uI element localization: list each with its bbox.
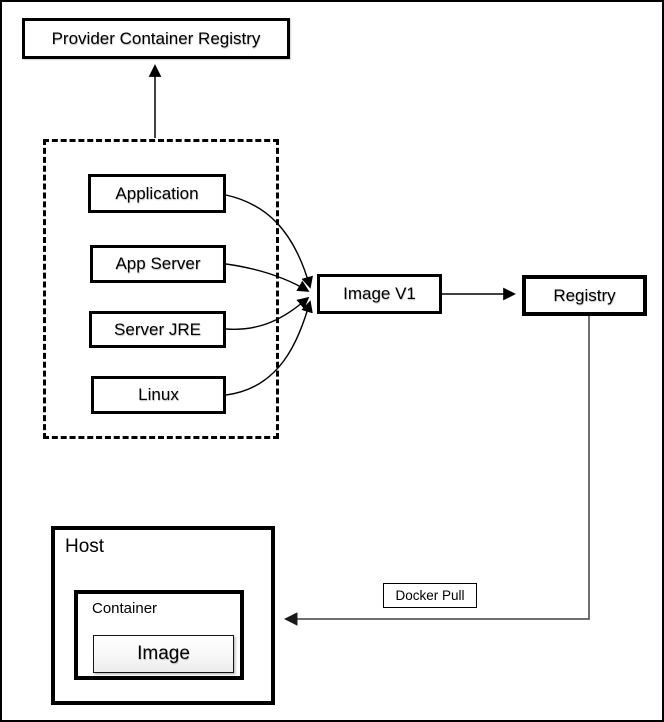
layer-node-app-server: App Server	[90, 245, 226, 283]
layer-label-application: Application	[115, 183, 199, 203]
registry-label: Registry	[553, 285, 616, 305]
layer-label-app-server: App Server	[115, 254, 201, 273]
image-label: Image	[137, 643, 190, 664]
host-label: Host	[65, 536, 105, 557]
layer-node-server-jre: Server JRE	[89, 311, 226, 348]
layer-node-application: Application	[88, 174, 226, 213]
layer-node-linux: Linux	[91, 376, 226, 414]
layer-label-linux: Linux	[138, 385, 179, 404]
image-v1-node: Image V1	[317, 274, 442, 314]
image-layers-group	[43, 139, 279, 439]
curve-linux-to-imagev1	[225, 300, 313, 396]
docker-pull-annotation: Docker Pull	[383, 583, 477, 608]
docker-pull-label: Docker Pull	[395, 588, 465, 603]
provider-container-registry-node: Provider Container Registry	[22, 18, 290, 59]
image-node: Image	[93, 635, 234, 673]
container-label: Container	[92, 600, 158, 617]
image-v1-label: Image V1	[343, 284, 416, 303]
layer-label-server-jre: Server JRE	[114, 319, 201, 339]
provider-container-registry-label: Provider Container Registry	[51, 28, 261, 48]
arrow-registry-to-host	[283, 316, 590, 626]
curve-appserver-to-imagev1	[225, 263, 310, 292]
registry-node: Registry	[522, 275, 647, 316]
